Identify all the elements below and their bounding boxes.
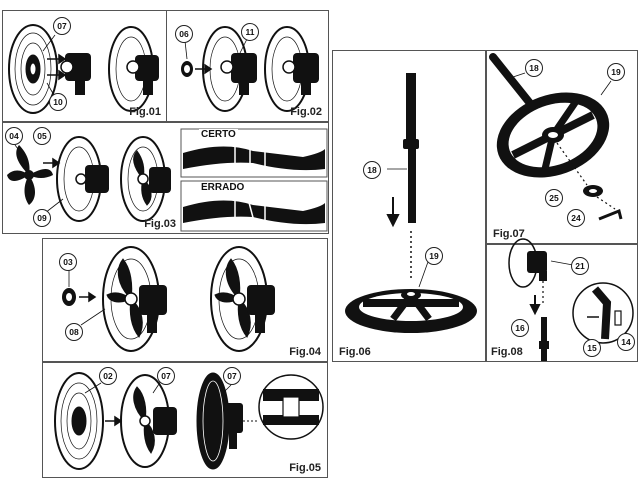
stand-base-icon <box>345 289 477 333</box>
callout-part-11: 11 <box>241 23 259 41</box>
fan-head-icon <box>508 238 547 288</box>
figure-label: Fig.04 <box>289 346 321 358</box>
fig04-drawing <box>62 246 275 352</box>
fan-blade-icon <box>7 145 53 205</box>
callout-part-07-side: 07 <box>223 367 241 385</box>
callout-part-05: 05 <box>33 127 51 145</box>
callout-part-16: 16 <box>511 319 529 337</box>
callout-part-07: 07 <box>157 367 175 385</box>
fig01-drawing <box>8 24 159 114</box>
fan-grille-front-icon <box>54 372 104 470</box>
fan-assembled-icon <box>108 26 159 112</box>
height-lock-detail-icon <box>572 282 634 344</box>
callout-part-09: 09 <box>33 209 51 227</box>
figure-04-panel: 03 08 Fig.04 <box>42 238 328 362</box>
callout-part-08: 08 <box>65 323 83 341</box>
fan-with-blades-icon <box>102 246 167 352</box>
fig02-drawing <box>181 26 319 112</box>
wrong-fit-detail-icon <box>180 180 328 232</box>
figure-01-panel: 07 10 Fig.01 <box>2 10 168 122</box>
fan-side-view-icon <box>196 372 243 470</box>
figure-02-panel: 06 11 Fig.02 <box>166 10 329 122</box>
figure-06-panel: 18 19 Fig.06 <box>332 50 486 362</box>
fan-grille-with-motor-icon-2 <box>264 26 319 112</box>
clip-detail-icon <box>258 374 324 440</box>
callout-part-25: 25 <box>545 189 563 207</box>
figure-label: Fig.02 <box>290 106 322 118</box>
callout-part-19: 19 <box>607 63 625 81</box>
callout-part-02: 02 <box>99 367 117 385</box>
callout-part-21: 21 <box>571 257 589 275</box>
callout-part-19: 19 <box>425 247 443 265</box>
spinner-cap-icon <box>62 288 76 306</box>
figure-label: Fig.03 <box>144 218 176 230</box>
figure-label: Fig.08 <box>491 346 523 358</box>
figure-label: Fig.06 <box>339 346 371 358</box>
callout-part-24: 24 <box>567 209 585 227</box>
callout-part-18: 18 <box>363 161 381 179</box>
figure-05-panel: 02 07 07 Fig.05 <box>42 362 328 478</box>
callout-part-06: 06 <box>175 25 193 43</box>
figure-03-panel: 04 05 09 CERTO ERRADO Fig.03 <box>2 122 329 234</box>
fan-with-blades-icon <box>120 374 177 468</box>
figure-label: Fig.07 <box>493 228 525 240</box>
figure-08-panel: 21 16 15 14 Fig.08 <box>486 238 638 362</box>
fan-with-blades-icon <box>120 136 171 222</box>
stand-base-icon <box>496 92 610 178</box>
knob-screw-icon <box>598 208 623 221</box>
figure-label: Fig.05 <box>289 462 321 474</box>
callout-part-15: 15 <box>583 339 601 357</box>
correct-label: CERTO <box>199 129 238 140</box>
fig06-drawing <box>345 73 477 333</box>
callout-part-04: 04 <box>5 127 23 145</box>
washer-icon <box>583 185 603 197</box>
callout-part-07: 07 <box>53 17 71 35</box>
fan-grille-with-motor-icon <box>202 26 257 112</box>
wrong-label: ERRADO <box>199 182 247 193</box>
stand-pole-icon <box>403 73 419 223</box>
callout-part-10: 10 <box>49 93 67 111</box>
fig08-drawing <box>508 238 634 361</box>
figure-label: Fig.01 <box>129 106 161 118</box>
assembly-arrows <box>47 53 67 81</box>
fig05-drawing <box>54 372 324 470</box>
fan-grille-with-motor-icon <box>56 136 109 222</box>
callout-part-03: 03 <box>59 253 77 271</box>
stand-pole-top-icon <box>539 317 549 361</box>
fig07-drawing <box>489 53 623 221</box>
fan-grille-front-icon <box>8 24 58 114</box>
motor-body-icon <box>60 53 91 95</box>
figure-07-panel: 18 19 25 24 Fig.07 <box>486 50 638 244</box>
callout-part-18: 18 <box>525 59 543 77</box>
fan-with-blades-icon-2 <box>210 246 275 352</box>
spinner-cap-icon <box>181 61 193 77</box>
callout-part-14: 14 <box>617 333 635 351</box>
